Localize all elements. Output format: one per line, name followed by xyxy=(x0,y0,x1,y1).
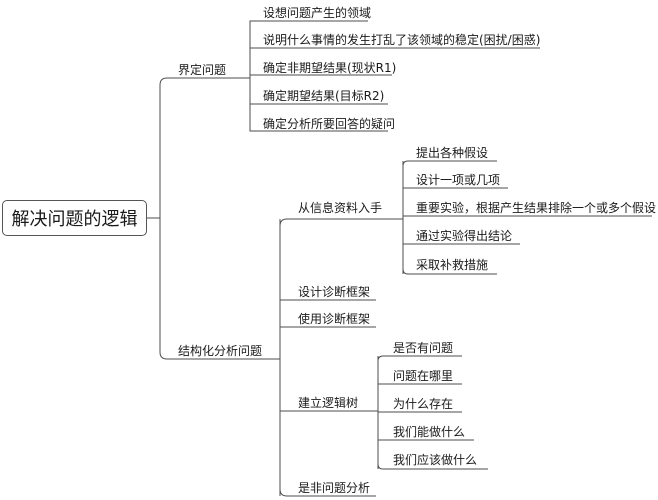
define-item: 设想问题产生的领域 xyxy=(263,6,372,20)
node-design-framework: 设计诊断框架 xyxy=(298,285,371,299)
branch-define-problem: 界定问题 xyxy=(178,63,227,77)
logic-tree-item: 为什么存在 xyxy=(393,397,454,411)
node-use-framework: 使用诊断框架 xyxy=(298,312,371,326)
logic-tree-item: 我们能做什么 xyxy=(393,425,466,439)
info-item: 提出各种假设 xyxy=(416,146,489,160)
logic-tree-item: 我们应该做什么 xyxy=(393,453,478,467)
node-yes-no-analysis: 是非问题分析 xyxy=(298,481,371,495)
branch-structured-analysis: 结构化分析问题 xyxy=(178,344,263,358)
define-item: 确定期望结果(目标R2) xyxy=(263,89,385,103)
node-logic-tree: 建立逻辑树 xyxy=(298,396,359,410)
define-item: 确定分析所要回答的疑问 xyxy=(263,117,396,131)
root-node: 解决问题的逻辑 xyxy=(2,200,147,236)
info-item: 通过实验得出结论 xyxy=(416,229,513,243)
logic-tree-item: 问题在哪里 xyxy=(393,369,454,383)
info-item: 重要实验，根据产生结果排除一个或多个假设 xyxy=(416,201,657,215)
logic-tree-item: 是否有问题 xyxy=(393,341,454,355)
node-info-source: 从信息资料入手 xyxy=(298,201,383,215)
info-item: 设计一项或几项 xyxy=(416,173,501,187)
info-item: 采取补救措施 xyxy=(416,258,489,272)
define-item: 说明什么事情的发生打乱了该领域的稳定(困扰/困惑) xyxy=(263,33,541,47)
define-item: 确定非期望结果(现状R1) xyxy=(263,61,397,75)
